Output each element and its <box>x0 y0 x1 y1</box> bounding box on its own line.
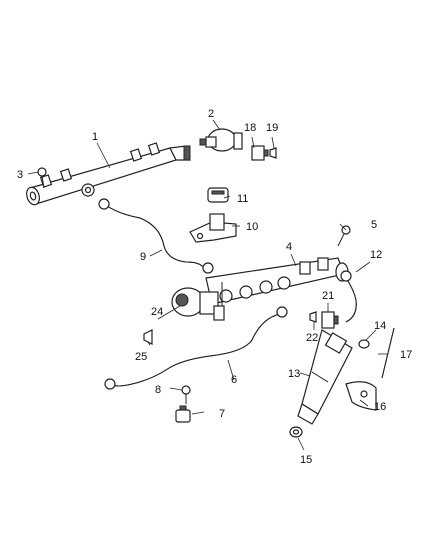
pressure-regulator <box>171 287 225 321</box>
callout-19: 19 <box>266 122 278 134</box>
callout-9: 9 <box>140 251 146 263</box>
fuel-line-part-9 <box>98 198 214 274</box>
pressure-sensor <box>199 128 243 152</box>
callout-25: 25 <box>135 351 147 363</box>
callout-8: 8 <box>155 384 161 396</box>
callout-5: 5 <box>371 219 377 231</box>
callout-21: 21 <box>322 290 334 302</box>
callout-7: 7 <box>219 408 225 420</box>
callout-13: 13 <box>288 368 300 380</box>
connector-part-11 <box>207 187 229 203</box>
callout-4: 4 <box>286 241 292 253</box>
clip-part-22 <box>309 311 317 323</box>
callout-14: 14 <box>374 320 386 332</box>
sensor-part-7 <box>175 405 191 423</box>
bolt-part-8 <box>181 385 191 404</box>
callout-17: 17 <box>400 349 412 361</box>
injector-part-13 <box>297 329 353 425</box>
callout-15: 15 <box>300 454 312 466</box>
callout-16: 16 <box>374 401 386 413</box>
bolt-part-5 <box>337 225 351 247</box>
callout-1: 1 <box>92 131 98 143</box>
callout-3: 3 <box>17 169 23 181</box>
clip-part-25 <box>143 329 153 345</box>
fuel-line-part-12 <box>340 270 357 323</box>
connector-part-21 <box>321 311 339 329</box>
callout-11: 11 <box>237 193 248 205</box>
leader-lines <box>27 119 388 451</box>
callout-12: 12 <box>370 249 382 261</box>
fuel-line-part-6 <box>104 306 288 390</box>
bracket-part-10 <box>189 213 237 243</box>
upper-fuel-rail <box>26 142 191 206</box>
callout-6: 6 <box>231 374 237 386</box>
callout-18: 18 <box>244 122 256 134</box>
washer-part-15 <box>289 426 303 438</box>
callout-10: 10 <box>246 221 258 233</box>
stud-part-17 <box>381 327 395 379</box>
callout-2: 2 <box>208 108 214 120</box>
seal-part-14 <box>358 339 370 349</box>
lower-fuel-rail <box>205 257 349 318</box>
callout-22: 22 <box>306 332 318 344</box>
clip-part-19 <box>269 147 277 159</box>
callout-24: 24 <box>151 306 163 318</box>
connector-part-18 <box>251 145 269 161</box>
clamp-part-16 <box>345 381 377 411</box>
